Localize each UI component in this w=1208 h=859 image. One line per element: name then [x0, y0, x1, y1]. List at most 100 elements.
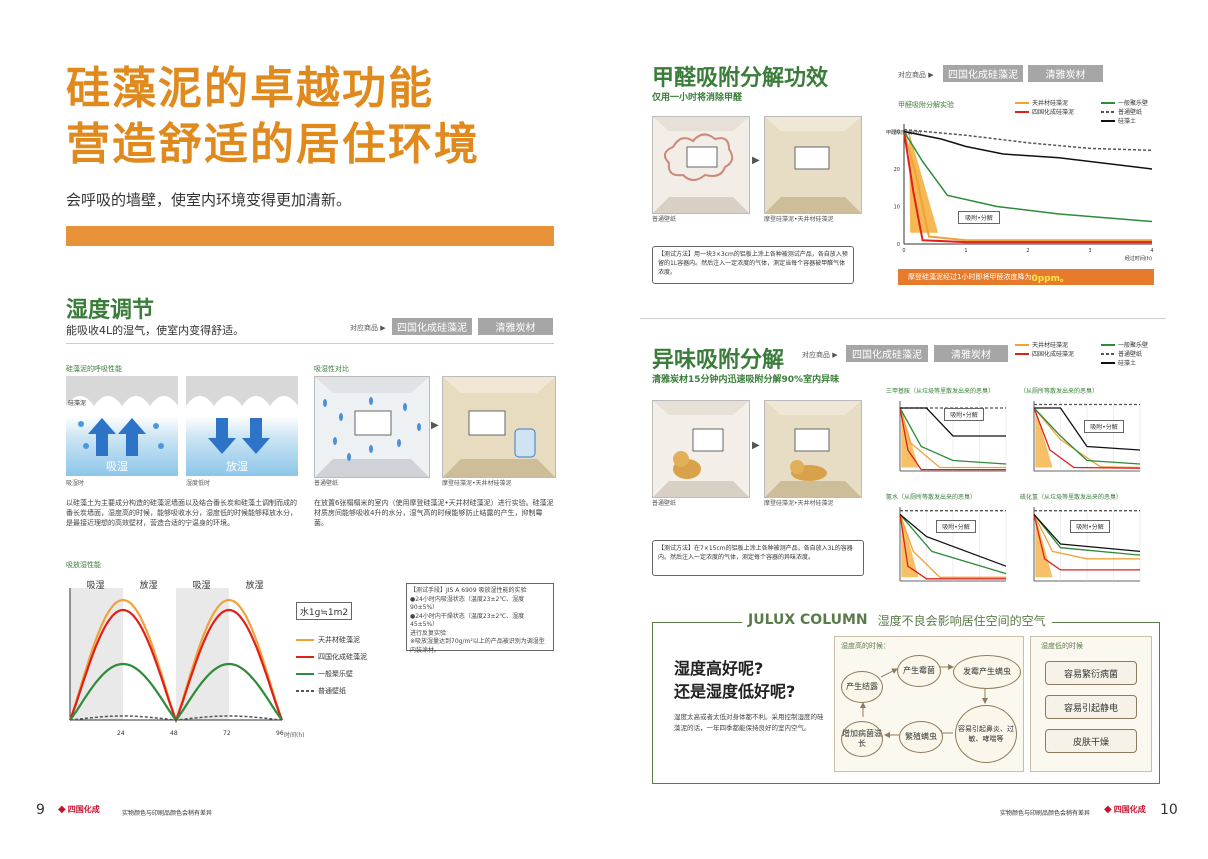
breath-description: 以硅藻土为主要成分构造的硅藻泥墙面以及结合番长炭和硅藻土调制而成的番长炭墙面，湿… [66, 499, 297, 527]
product-tag-shikoku: 四国化成硅藻泥 [392, 318, 472, 335]
odor-series-3 [1033, 513, 1141, 556]
formaldehyde-title: 甲醛吸附分解功效 [652, 66, 829, 91]
odor-series-1 [1033, 514, 1140, 560]
y-tick: 30 [894, 130, 900, 136]
release-label: 放湿 [226, 460, 248, 473]
legend-text: 一般聚乐壁 [1118, 100, 1149, 107]
section-rule [66, 343, 554, 344]
formaldehyde-tag-label: 对应商品 ▶ [898, 71, 934, 79]
odor-subtitle: 清雅炭材15分钟内迅速吸附分解90%室内异味 [652, 375, 840, 385]
odor-chart-2-svg [1033, 401, 1141, 472]
odor-series-2 [899, 514, 1006, 580]
bubble-germs: 增加病菌滋长 [841, 721, 883, 757]
orange-divider [66, 226, 554, 246]
x-tick: 2 [1026, 248, 1029, 254]
legend-item: 一般聚乐壁 [1101, 340, 1171, 349]
odor-series-2 [1033, 514, 1140, 571]
humidity-band-labels: 吸湿放湿吸湿放湿 [66, 578, 286, 591]
odor-chart-2-title: （从厕所等散发出来的恶臭） [1020, 388, 1099, 395]
legend-swatch [1015, 352, 1029, 355]
low-item-static: 容易引起静电 [1045, 695, 1137, 719]
legend-swatch [296, 638, 314, 641]
odor-series-2 [1033, 407, 1141, 469]
humidity-title: 湿度调节 [66, 298, 155, 323]
legend-item: 四国化成硅藻泥 [296, 651, 367, 662]
x-tick: 3 [1088, 248, 1091, 254]
legend-item: 一般聚乐壁 [1101, 98, 1171, 107]
odor-series-5 [1034, 407, 1141, 451]
legend-swatch [1101, 343, 1115, 346]
arrow-right-icon: ▶ [431, 420, 439, 431]
odor-chart-2: （从厕所等散发出来的恶臭） 吸附•分解 [1020, 386, 1144, 485]
low-item-dry-skin: 皮肤干燥 [1045, 729, 1137, 753]
room-normal-illustration [314, 376, 430, 478]
y-tick: 0 [897, 242, 900, 248]
x-tick: 48 [170, 730, 178, 737]
legend-item: 普通壁纸 [296, 685, 367, 696]
column-question-2: 还是湿度低好呢? [674, 682, 796, 701]
legend-text: 硅藻土 [1118, 360, 1137, 367]
odor-chart-1-title: 三甲基胺（从垃圾等里散发出来的恶臭） [886, 388, 995, 395]
odor-chart-1: 三甲基胺（从垃圾等里散发出来的恶臭） 吸附•分解 [886, 386, 1010, 485]
bubble-condensation: 产生结露 [841, 671, 883, 703]
band-label: 吸湿 [86, 581, 105, 591]
brand-mark-icon: ◆ [1104, 804, 1112, 815]
formaldehyde-series-1 [903, 131, 1152, 242]
clay-label: 硅藻泥 [68, 400, 87, 407]
legend-item [1015, 358, 1095, 367]
release-illustration: 放湿 [186, 376, 298, 476]
unit-box: 水1g≒1m2 [296, 602, 352, 620]
compare-caption-normal: 普通壁纸 [314, 480, 339, 487]
legend-swatch [1101, 101, 1115, 104]
odor-chart-3-svg [899, 507, 1007, 582]
brand-mark-icon: ◆ [58, 804, 66, 815]
formaldehyde-annotation: 吸附•分解 [958, 211, 1000, 224]
formaldehyde-room-normal [652, 116, 750, 214]
compare-label: 吸湿性对比 [314, 365, 349, 373]
julux-brand: JULUX COLUMN [748, 612, 868, 628]
highlight-value: 0ppm。 [1031, 273, 1069, 284]
column-question-1: 湿度高好呢? [674, 659, 764, 678]
x-tick: 24 [117, 730, 125, 737]
legend-text: 一般聚乐壁 [318, 669, 353, 678]
humidity-x-unit: 时间(h) [284, 732, 305, 739]
bubble-breed-mites: 繁殖螨虫 [899, 721, 943, 753]
x-tick: 0 [902, 248, 905, 254]
odor-cap-normal: 普通壁纸 [652, 500, 677, 507]
page-subtitle: 会呼吸的墙壁，使室内环境变得更加清新。 [66, 191, 352, 209]
odor-series-5 [900, 407, 1006, 437]
low-humidity-label: 湿度低的时候 [1041, 642, 1083, 650]
page-number-right: 10 [1160, 802, 1178, 818]
compare-description: 在放置6张榻榻米的室内（使用摩登硅藻泥•天井材硅藻泥）进行实验。硅藻泥材质房间能… [314, 499, 554, 527]
odor-series-3 [899, 407, 1007, 465]
right-section-rule [640, 318, 1166, 319]
dry-room-graphic [443, 377, 555, 477]
humidity-chart-title: 吸放湿性能 [66, 561, 101, 569]
formaldehyde-chart-title: 甲醛吸附分解实验 [898, 101, 954, 109]
legend-swatch [296, 672, 314, 675]
absorb-caption: 吸湿时 [66, 480, 85, 487]
odor-chart-4-svg [1033, 507, 1141, 582]
legend-item: 硅藻土 [1101, 116, 1171, 125]
formaldehyde-cap-normal: 普通壁纸 [652, 216, 677, 223]
rain-room-graphic [315, 377, 429, 477]
legend-text: 四国化成硅藻泥 [318, 652, 367, 661]
odor-test-method: 【测试方法】在7×15cm的铝板上涂上各种被测产品，各自放入3L的容器内。然后注… [652, 540, 864, 576]
odor-series-5 [899, 513, 1007, 567]
legend-item: 硅藻土 [1101, 358, 1171, 367]
legend-text: 普通壁纸 [1118, 109, 1143, 116]
legend-swatch [1101, 110, 1115, 113]
low-humidity-panel: 湿度低的时候 容易繁衍病菌 容易引起静电 皮肤干燥 [1030, 636, 1152, 772]
product-tag-seiga: 清雅炭材 [478, 318, 553, 335]
smoke-room-graphic [653, 117, 749, 213]
compare-caption-clay: 摩登硅藻泥•天井材硅藻泥 [442, 480, 512, 487]
odor-arrow-icon: ▶ [752, 440, 760, 451]
humidity-legend: 天井材硅藻泥四国化成硅藻泥一般聚乐壁普通壁纸 [296, 634, 367, 702]
band-label: 吸湿 [192, 581, 211, 591]
y-tick: 20 [894, 167, 900, 173]
humidity-series-4 [69, 715, 283, 721]
brand-logo-left: ◆ 四国化成 [58, 804, 100, 815]
legend-swatch [1101, 119, 1115, 122]
